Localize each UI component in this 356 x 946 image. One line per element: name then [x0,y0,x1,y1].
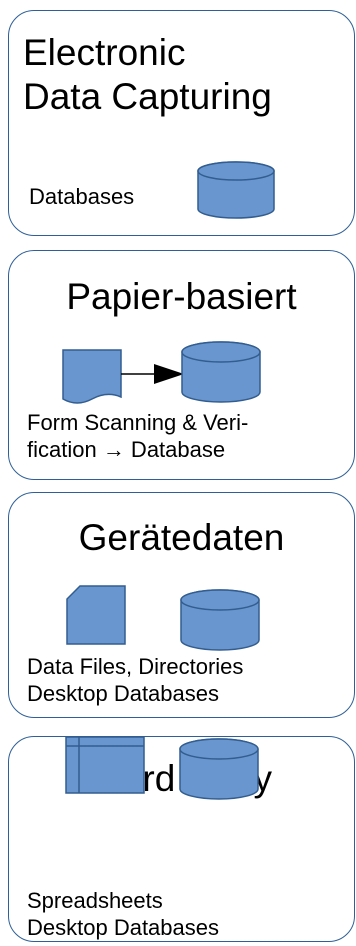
title-line: Gerätedaten [78,517,285,558]
body-line: Desktop Databases [27,681,219,706]
card-geraetedaten: Gerätedaten Data Files, Directories Desk… [8,492,355,718]
document-icon [62,349,122,404]
card-papier-basiert: Papier-basiert Form Scanning & Veri- fic… [8,250,355,480]
database-icon [180,589,260,651]
body-line: Spreadsheets [27,888,163,913]
body-text: Form Scanning & Veri- fication → Databas… [27,409,248,463]
card-title: Electronic Data Capturing [9,31,354,119]
card-title: Papier-basiert [9,275,354,319]
spreadsheet-icon [65,736,145,794]
title-line: Data Capturing [23,76,272,117]
arrow-right-icon [121,364,184,384]
card-title: Gerätedaten [9,516,354,560]
database-icon [179,738,259,800]
body-line: Data Files, Directories [27,654,244,679]
title-line: Electronic [23,32,186,73]
body-line: Form Scanning & Veri- [27,410,249,435]
file-icon [66,585,126,645]
database-icon [181,341,261,403]
body-line: Desktop Databases [27,915,219,940]
title-line: Papier-basiert [66,276,297,317]
body-text: Databases [29,183,134,210]
card-electronic-data-capturing: Electronic Data Capturing Databases [8,10,355,236]
body-line: Databases [29,184,135,209]
body-text: Data Files, Directories Desktop Database… [27,653,243,707]
database-icon [197,161,275,219]
body-line: fication → Database [27,437,226,462]
body-text: Spreadsheets Desktop Databases [27,887,219,941]
